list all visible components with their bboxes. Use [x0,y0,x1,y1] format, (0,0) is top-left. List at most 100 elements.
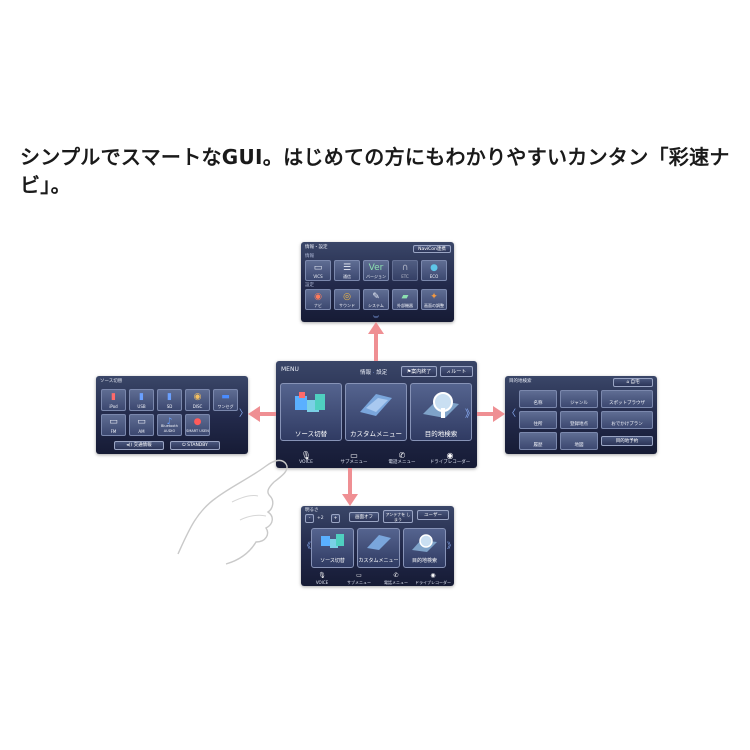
route-button[interactable]: ⩘ ルート [440,366,473,377]
list-icon: ☰ [342,263,352,273]
custom-menu-tile[interactable]: カスタムメニュー [345,383,407,441]
oneseg-tile[interactable]: ▬ワンセグ [213,389,238,411]
smart-usen-tile[interactable]: ●SMART USEN [185,414,210,436]
custom-menu-tile[interactable]: カスタムメニュー [357,528,400,568]
screen-off-button[interactable]: 画面オフ [349,512,379,522]
eco-tile[interactable]: ●ECO [421,260,447,281]
guide-end-button[interactable]: ⚑案内終了 [401,366,437,377]
destination-search-tile[interactable]: 目的地検索 [410,383,472,441]
disc-icon: ◉ [193,392,202,402]
custom-menu-icon [360,394,392,416]
source-switch-tile[interactable]: ソース切替 [280,383,342,441]
home-button[interactable]: ⌂ 自宅 [613,378,653,387]
phone-menu-button[interactable]: ✆電話メニュー [378,451,426,465]
car-icon: ▰ [401,292,409,302]
fm-tile[interactable]: ▭FM [101,414,126,436]
tv-icon: ▬ [221,392,230,402]
search-map-icon [423,392,459,418]
spot-browser-tile[interactable]: スポットブラウザ [601,390,653,408]
tsushin-tile[interactable]: ☰通信 [334,260,360,281]
card-icon: ∩ [401,263,409,273]
phone-icon: ✆ [398,451,406,460]
submenu-button[interactable]: ▭サブメニュー [330,451,378,465]
menu-title: MENU [281,366,299,373]
source-switch-tile[interactable]: ソース切替 [311,528,354,568]
chevron-right-icon[interactable]: 》 [465,409,475,420]
power-icon: ⏻ [182,443,188,448]
info-settings-button[interactable]: 情報 · 設定 [360,370,388,376]
sd-tile[interactable]: ▮SD [157,389,182,411]
map-tile[interactable]: 地図 [560,432,598,450]
voice-button[interactable]: 🎙VOICE [303,571,341,585]
bluetooth-tile[interactable]: ♪Bluetooth AUDIO [157,414,182,436]
section-settings-label: 設定 [305,283,314,288]
chevron-left-icon[interactable]: 《 [303,541,311,550]
screen-title: 目的地検索 [509,379,532,384]
ipod-icon: ▮ [111,392,116,402]
custom-menu-icon [366,535,391,550]
destination-search-tile[interactable]: 目的地検索 [403,528,446,568]
am-tile[interactable]: ▭AM [129,414,154,436]
antenna-stow-button[interactable]: アンテナを しまう [383,510,413,523]
screen-adjust-tile[interactable]: ✦画面の調整 [421,289,447,310]
sd-icon: ▮ [167,392,172,402]
chevron-right-icon[interactable]: 》 [447,540,454,551]
outing-plan-tile[interactable]: おでかけプラン [601,411,653,429]
navi-icon: ◉ [314,292,322,302]
brightness-plus-button[interactable]: + [331,514,340,523]
usb-icon: ▮ [139,392,144,402]
traffic-info-button[interactable]: ◂)) 交通情報 [114,441,164,450]
fm-icon: ▭ [109,417,118,427]
vics-icon: ▭ [313,263,323,273]
submenu-screen: 明るさ - +2 + 画面オフ アンテナを しまう ユーザー 《 ソース切替 カ… [301,506,454,586]
submenu-button[interactable]: ▭サブメニュー [340,571,378,585]
wrench-icon: ✎ [372,292,380,302]
brightness-minus-button[interactable]: - [305,514,314,523]
etc-tile[interactable]: ∩ETC [392,260,418,281]
recorder-icon: ◉ [430,572,436,579]
sound-tile[interactable]: ◎サウンド [334,289,360,310]
navicon-button[interactable]: NaviCon連携 [413,245,451,253]
chevron-right-icon[interactable]: 〉 [239,409,248,419]
scroll-down-icon[interactable]: ︾ [373,316,380,322]
disc-tile[interactable]: ◉DISC [185,389,210,411]
section-info-label: 情報 [305,254,314,259]
destination-reserve-button[interactable]: 目的地予約 [601,436,653,446]
phone-menu-button[interactable]: ✆電話メニュー [377,571,415,585]
road-icon: ⩘ [446,369,452,375]
vics-tile[interactable]: ▭VICS [305,260,331,281]
destination-search-screen: 目的地検索 ⌂ 自宅 〈 名称 ジャンル 住所 登録地点 履歴 地図 スポットブ… [505,376,657,454]
source-select-screen: ソース切替 ▮iPod ▮USB ▮SD ◉DISC ▬ワンセグ 〉 ▭FM ▭… [96,376,248,454]
source-icon [295,392,325,412]
drive-recorder-button[interactable]: ◉ドライブレコーダー [415,572,451,585]
home-icon: ⌂ [626,380,631,385]
mic-icon: 🎙 [318,572,326,579]
submenu-icon: ▭ [356,572,362,579]
eco-icon: ● [430,263,438,273]
submenu-icon: ▭ [350,451,358,460]
genre-search-tile[interactable]: ジャンル [560,390,598,408]
sound-icon: ◎ [343,292,351,302]
source-icon [320,534,344,548]
address-search-tile[interactable]: 住所 [519,411,557,429]
am-icon: ▭ [137,417,146,427]
usb-tile[interactable]: ▮USB [129,389,154,411]
bluetooth-icon: ♪ [166,417,173,427]
user-button[interactable]: ユーザー [417,510,449,520]
chevron-left-icon[interactable]: 〈 [507,409,517,419]
recorder-icon: ◉ [446,451,454,460]
ipod-tile[interactable]: ▮iPod [101,389,126,411]
standby-button[interactable]: ⏻ STANDBY [170,441,220,450]
system-tile[interactable]: ✎システム [363,289,389,310]
drive-recorder-button[interactable]: ◉ドライブレコーダー [426,451,474,465]
history-tile[interactable]: 履歴 [519,432,557,450]
navi-tile[interactable]: ◉ナビ [305,289,331,310]
external-tile[interactable]: ▰外部機器 [392,289,418,310]
brightness-label: 明るさ [305,508,319,513]
name-search-tile[interactable]: 名称 [519,390,557,408]
headline: シンプルでスマートなGUI。はじめての方にもわかりやすいカンタン「彩速ナビ」。 [20,145,730,197]
flag-icon: ⚑ [406,369,412,375]
registered-search-tile[interactable]: 登録地点 [560,411,598,429]
voice-button[interactable]: 🎙VOICE [282,451,330,465]
